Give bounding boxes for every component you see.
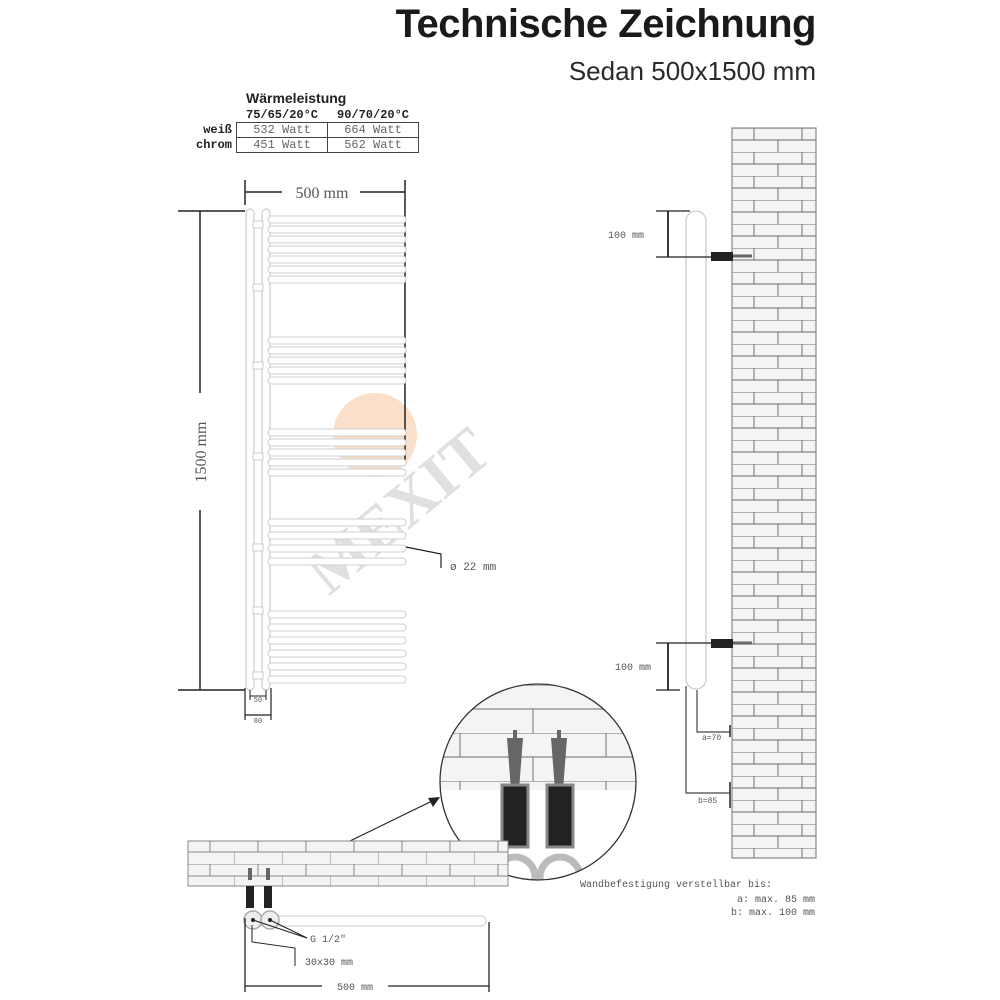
heat-output-table: 75/65/20°C 90/70/20°C weiß 532 Watt 664 … bbox=[196, 108, 420, 153]
radiator-bar bbox=[267, 557, 407, 566]
note-line-2: a: max. 85 mm bbox=[737, 895, 815, 906]
pipe-diameter-label: ø 22 mm bbox=[450, 562, 497, 574]
note-line-1: Wandbefestigung verstellbar bis: bbox=[580, 879, 772, 891]
radiator-bar bbox=[267, 215, 407, 224]
column-header: 90/70/20°C bbox=[337, 108, 410, 122]
row-label: weiß bbox=[203, 123, 233, 137]
radiator-bar bbox=[267, 376, 407, 385]
radiator-bar bbox=[267, 255, 407, 264]
radiator-bar bbox=[267, 636, 407, 645]
front-width-label: 500 mm bbox=[296, 185, 349, 202]
radiator-bar bbox=[267, 346, 407, 355]
radiator-bars bbox=[267, 215, 407, 684]
radiator-bar bbox=[267, 675, 407, 684]
inner-width-label: 50 bbox=[254, 697, 262, 705]
b-distance-label: b=85 bbox=[698, 797, 717, 806]
radiator-bar bbox=[267, 544, 407, 553]
page-subtitle: Sedan 500x1500 mm bbox=[568, 56, 816, 86]
outer-width-label: 80 bbox=[254, 718, 262, 726]
top-spacing-label: 100 mm bbox=[608, 231, 644, 242]
radiator-bar bbox=[267, 428, 407, 437]
table-row: chrom 451 Watt 562 Watt bbox=[196, 137, 420, 153]
page-title: Technische Zeichnung bbox=[395, 2, 817, 46]
radiator-bar bbox=[267, 275, 407, 284]
arrow-icon bbox=[428, 797, 440, 807]
wall-mount-note: Wandbefestigung verstellbar bis: a: max.… bbox=[580, 879, 815, 919]
wall-bricks bbox=[731, 127, 817, 859]
radiator-bar bbox=[267, 235, 407, 244]
radiator-bar bbox=[267, 649, 407, 658]
radiator-bar bbox=[267, 245, 407, 254]
radiator-bar bbox=[267, 458, 407, 467]
radiator-bar bbox=[267, 356, 407, 365]
radiator-bar bbox=[267, 662, 407, 671]
wall-bracket-icon bbox=[711, 252, 733, 261]
front-view: 500 mm 1500 mm ø 22 mm 50 bbox=[178, 180, 497, 726]
radiator-bar bbox=[267, 336, 407, 345]
bottom-spacing-label: 100 mm bbox=[615, 663, 651, 674]
radiator-bar bbox=[267, 448, 407, 457]
radiator-bar bbox=[267, 610, 407, 619]
radiator-bar bbox=[267, 438, 407, 447]
column-header: 75/65/20°C bbox=[246, 108, 319, 122]
row-label: chrom bbox=[196, 138, 233, 152]
heat-output-title: Wärmeleistung bbox=[246, 90, 347, 106]
watermark: MEXIT bbox=[292, 393, 504, 608]
top-width-label: 500 mm bbox=[337, 983, 373, 994]
radiator-bar bbox=[267, 531, 407, 540]
top-view: G 1/2" 30x30 mm 500 mm bbox=[187, 840, 509, 994]
wall-bracket-icon bbox=[711, 639, 733, 648]
table-cell: 451 Watt bbox=[236, 137, 329, 153]
radiator-bar bbox=[267, 366, 407, 375]
radiator-bar bbox=[267, 623, 407, 632]
radiator-bar bbox=[267, 468, 407, 477]
heat-output-header-row: 75/65/20°C 90/70/20°C bbox=[196, 108, 419, 123]
radiator-bar bbox=[267, 518, 407, 527]
table-cell: 562 Watt bbox=[327, 137, 420, 153]
radiator-bar bbox=[267, 265, 407, 274]
thread-label: G 1/2" bbox=[310, 934, 346, 946]
connection-distance-label: 30x30 mm bbox=[305, 958, 353, 969]
radiator-bar bbox=[267, 225, 407, 234]
front-height-label: 1500 mm bbox=[193, 421, 210, 482]
note-line-3: b: max. 100 mm bbox=[731, 907, 815, 919]
side-view: 100 mm 100 mm a=70 b=85 bbox=[608, 127, 817, 859]
a-distance-label: a=70 bbox=[702, 734, 721, 743]
